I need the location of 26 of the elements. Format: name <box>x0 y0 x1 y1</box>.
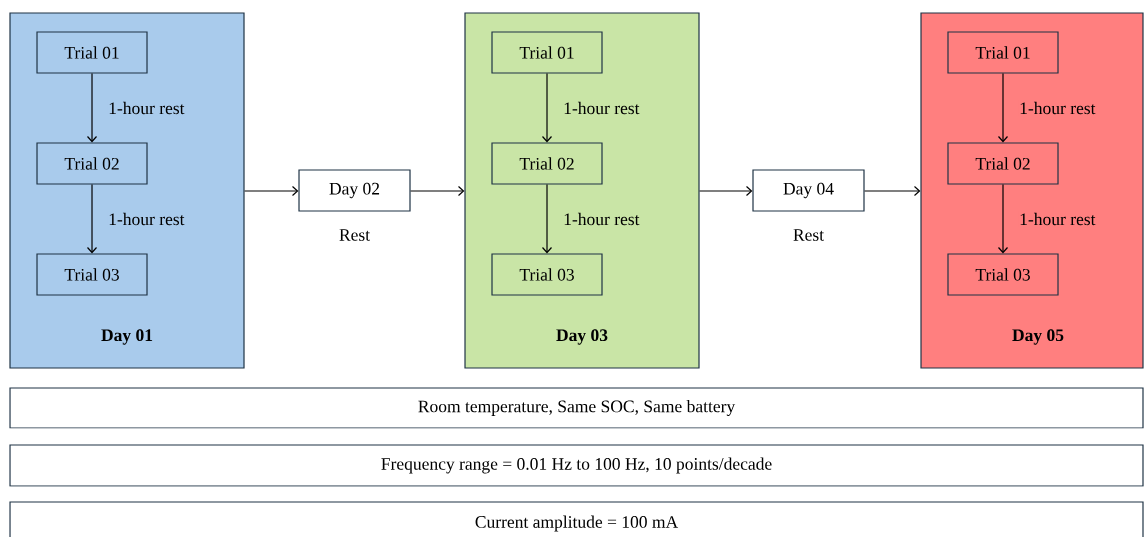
arrow <box>244 185 299 197</box>
node-label: Rest <box>793 229 824 241</box>
arrow <box>410 185 465 197</box>
trial-box: Trial 02 <box>36 142 148 185</box>
rest-day-box: Day 04 <box>752 169 865 212</box>
trial-box: Trial 01 <box>947 31 1059 74</box>
arrow <box>864 185 921 197</box>
arrow <box>541 184 553 254</box>
node-label: Rest <box>339 229 370 241</box>
rest-day-box: Day 02 <box>298 169 411 212</box>
trial-box: Trial 01 <box>36 31 148 74</box>
trial-box: Trial 03 <box>947 253 1059 296</box>
condition-bar: Room temperature, Same SOC, Same battery <box>9 387 1144 429</box>
trial-box: Trial 03 <box>491 253 603 296</box>
condition-bar: Current amplitude = 100 mA <box>9 501 1144 537</box>
arrow <box>86 184 98 254</box>
condition-bar: Frequency range = 0.01 Hz to 100 Hz, 10 points/decade <box>9 444 1144 487</box>
arrow <box>541 73 553 143</box>
trial-box: Trial 01 <box>491 31 603 74</box>
arrow <box>997 73 1009 143</box>
trial-box: Trial 03 <box>36 253 148 296</box>
trial-box: Trial 02 <box>947 142 1059 185</box>
arrow <box>997 184 1009 254</box>
trial-box: Trial 02 <box>491 142 603 185</box>
arrow <box>699 185 753 197</box>
arrow <box>86 73 98 143</box>
